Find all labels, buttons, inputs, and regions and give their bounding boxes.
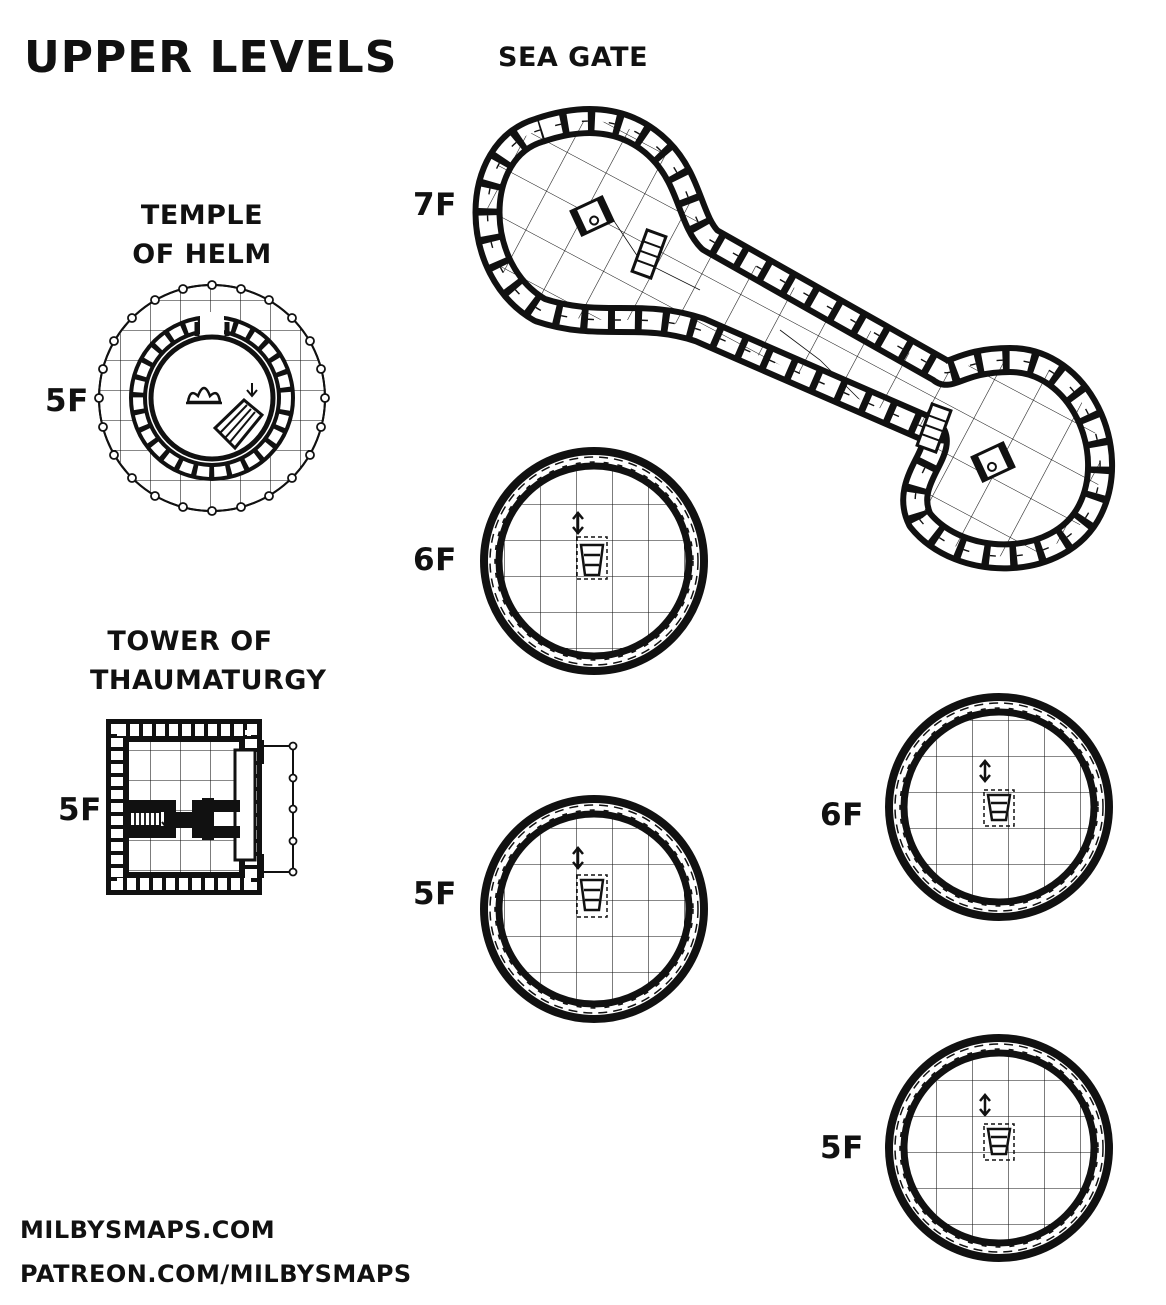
ladder-icon	[579, 878, 605, 912]
temple-title-line1: TEMPLE	[140, 200, 264, 231]
ladder-icon	[630, 227, 668, 281]
stair-arrow-icon	[572, 511, 584, 535]
ladder-icon	[915, 401, 953, 455]
stair-arrow-icon	[572, 846, 584, 870]
tower-floor-5f: 5F	[58, 792, 102, 828]
page-title: UPPER LEVELS	[24, 32, 398, 83]
sea-gate-right-tower-5f	[885, 1034, 1113, 1262]
sea-gate-floor-7f: 7F	[413, 187, 457, 223]
ballista-icon	[970, 441, 1016, 483]
sea-gate-left-tower-5f	[480, 795, 708, 1023]
tower-of-thaumaturgy-plan	[106, 719, 298, 895]
sea-gate-left-tower-6f	[480, 447, 708, 675]
sea-gate-right-floor-6f: 6F	[820, 797, 864, 833]
altar-icon	[186, 386, 222, 405]
stair-arrow-icon	[246, 383, 258, 398]
stair-icon	[134, 812, 156, 826]
credit-patreon[interactable]: PATREON.COM/MILBYSMAPS	[20, 1260, 412, 1288]
sea-gate-right-tower-6f	[885, 693, 1113, 921]
ballista-icon	[569, 195, 615, 237]
credit-website[interactable]: MILBYSMAPS.COM	[20, 1216, 276, 1244]
sea-gate-right-floor-5f: 5F	[820, 1130, 864, 1166]
tower-title-line2: THAUMATURGY	[90, 665, 327, 696]
stair-arrow-icon	[161, 816, 171, 829]
temple-floor-5f: 5F	[45, 383, 89, 419]
temple-title-line2: OF HELM	[132, 239, 272, 270]
tower-title-line1: TOWER OF	[107, 626, 273, 657]
stair-arrow-icon	[979, 759, 991, 783]
temple-of-helm-plan	[94, 280, 330, 516]
ladder-icon	[986, 1127, 1012, 1156]
stair-icon	[212, 383, 265, 451]
sea-gate-left-floor-6f: 6F	[413, 542, 457, 578]
sea-gate-title: SEA GATE	[498, 42, 649, 73]
stair-arrow-icon	[979, 1093, 991, 1117]
sea-gate-left-floor-5f: 5F	[413, 876, 457, 912]
ladder-icon	[579, 543, 605, 577]
ladder-icon	[986, 793, 1012, 822]
temple-railing-posts	[94, 280, 330, 516]
